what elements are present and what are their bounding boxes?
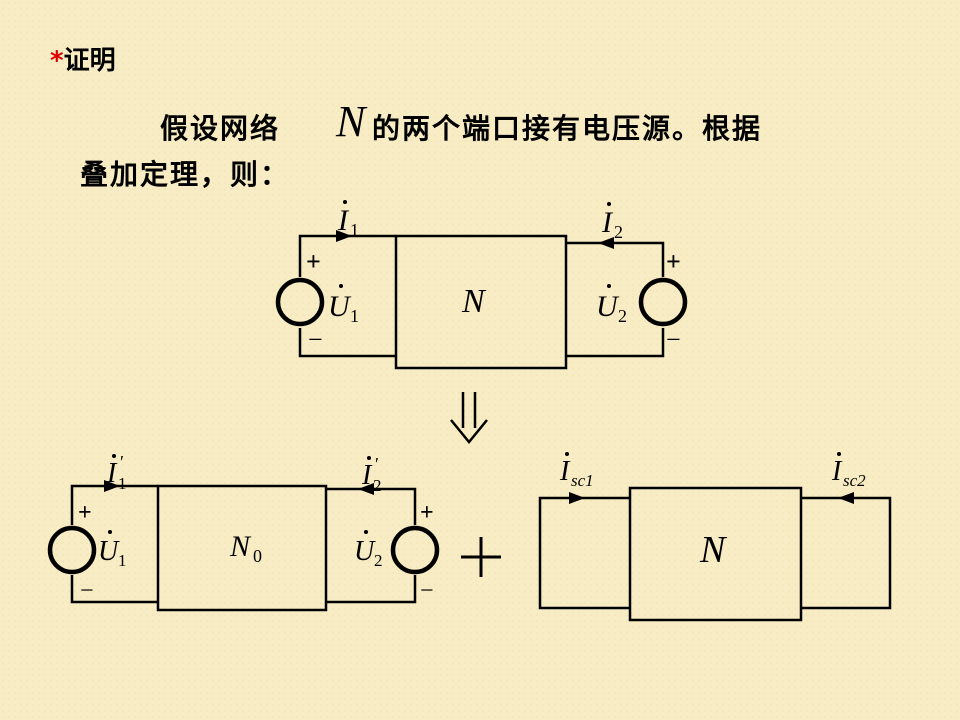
- top-right-voltage-source-icon: [638, 277, 688, 327]
- top-left-minus-sign: −: [308, 325, 323, 354]
- top-voltage-right-sub: 2: [618, 306, 627, 326]
- bl-current-right-sub: 2: [373, 476, 382, 495]
- paragraph-line1-part2: 的两个端口接有电压源。根据: [372, 112, 763, 145]
- top-right-plus-sign: +: [666, 247, 681, 276]
- top-right-current-arrow-icon: [598, 237, 614, 249]
- heading-title: 证明: [63, 46, 116, 76]
- top-voltage-left-base: U: [328, 290, 352, 323]
- bl-right-wire-bottom: [326, 575, 417, 604]
- bottom-left-network-box: [156, 484, 328, 612]
- br-current-right-dot: [837, 452, 841, 456]
- br-current-right-sub: sc2: [843, 471, 866, 490]
- top-left-voltage-source-icon: [275, 277, 325, 327]
- top-voltage-right-dot: [607, 284, 611, 288]
- bl-voltage-right-base: U: [354, 536, 376, 567]
- bl-left-wire-bottom: [70, 575, 158, 604]
- bl-left-plus-sign: +: [78, 500, 92, 526]
- top-current-left-dot: [343, 200, 347, 204]
- bl-left-current-arrow-icon: [104, 480, 120, 492]
- bl-right-voltage-source-icon: [390, 525, 440, 575]
- bl-voltage-left-base: U: [98, 536, 120, 567]
- br-network-label: N: [699, 529, 728, 571]
- top-voltage-left-dot: [339, 284, 343, 288]
- slide-heading: *证明: [50, 40, 116, 77]
- bl-current-right-dot: [367, 456, 371, 460]
- top-voltage-right-base: U: [596, 290, 620, 323]
- top-left-wire-top: [298, 234, 396, 277]
- top-current-left-base: I: [337, 204, 350, 237]
- top-network-box: [394, 234, 568, 370]
- bl-voltage-left-dot: [108, 530, 112, 534]
- top-right-wire-top: [566, 241, 665, 277]
- top-current-left-sub: 1: [350, 220, 359, 240]
- paragraph-line1-part1: 假设网络: [160, 112, 281, 145]
- bl-current-left-prime: ′: [120, 452, 124, 472]
- top-voltage-left-sub: 1: [350, 306, 359, 326]
- bl-right-plus-sign: +: [420, 500, 434, 526]
- bl-current-left-sub: 1: [118, 474, 127, 493]
- paragraph-line2: 叠加定理，则：: [80, 158, 291, 191]
- bl-left-wire-top: [70, 484, 158, 525]
- bl-current-right-prime: ′: [375, 454, 379, 474]
- bl-right-current-arrow-icon: [358, 483, 374, 495]
- down-double-arrow-icon: [450, 419, 488, 444]
- bl-network-label-sub: 0: [253, 546, 262, 566]
- bl-left-voltage-source-icon: [47, 525, 97, 575]
- top-current-right-sub: 2: [614, 222, 623, 242]
- bl-current-right-base: I: [361, 460, 373, 491]
- bl-voltage-right-dot: [364, 530, 368, 534]
- br-right-short-wire: [801, 496, 892, 610]
- bl-right-wire-top: [326, 487, 417, 525]
- bl-voltage-left-sub: 1: [118, 551, 127, 570]
- br-left-current-arrow-icon: [569, 492, 585, 504]
- br-current-right-base: I: [831, 456, 843, 487]
- br-left-short-wire: [538, 496, 630, 610]
- paragraph-network-symbol: N: [336, 97, 366, 146]
- bl-voltage-right-sub: 2: [374, 551, 383, 570]
- top-network-label: N: [461, 283, 487, 320]
- top-right-wire-bottom: [566, 328, 665, 358]
- bl-right-minus-sign: −: [420, 578, 434, 604]
- heading-star: *: [50, 46, 64, 76]
- br-current-left-dot: [565, 452, 569, 456]
- top-current-right-base: I: [601, 206, 614, 239]
- bl-left-minus-sign: −: [80, 578, 94, 604]
- bottom-right-network-box: [628, 486, 803, 622]
- br-current-left-sub: sc1: [571, 471, 594, 490]
- top-left-wire-bottom: [298, 328, 396, 358]
- top-left-current-arrow-icon: [336, 230, 352, 242]
- top-right-minus-sign: −: [666, 325, 681, 354]
- bl-current-left-dot: [112, 454, 116, 458]
- top-current-right-dot: [607, 202, 611, 206]
- bl-network-label-base: N: [229, 530, 252, 563]
- top-left-plus-sign: +: [306, 247, 321, 276]
- br-current-left-base: I: [559, 456, 571, 487]
- br-right-current-arrow-icon: [838, 492, 854, 504]
- bl-current-left-base: I: [106, 458, 118, 489]
